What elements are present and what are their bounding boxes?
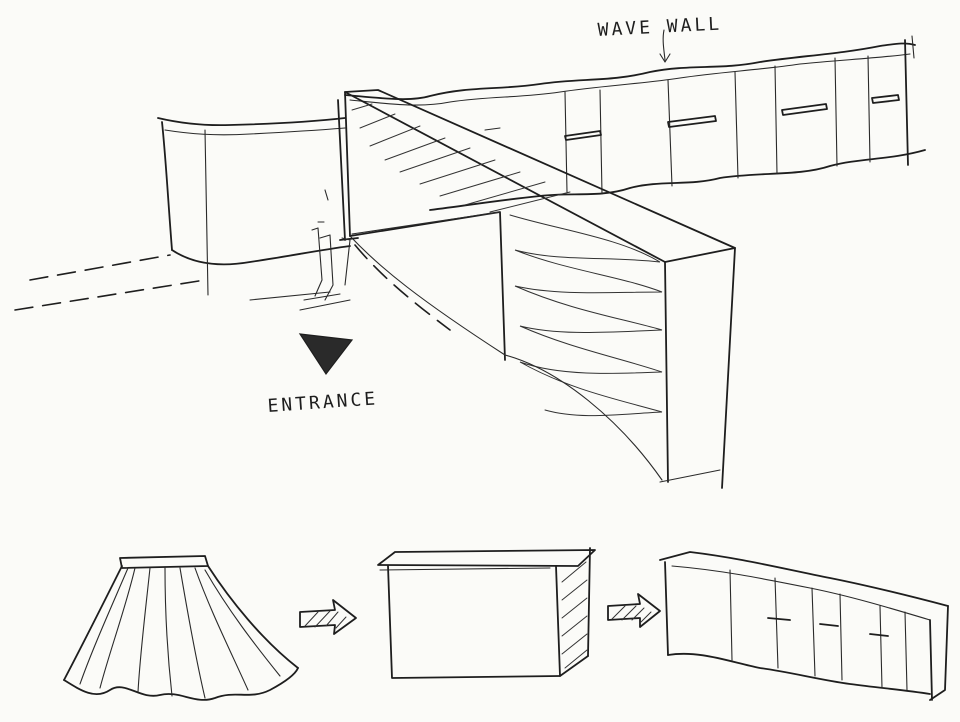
wave-wall-sketch xyxy=(660,552,948,700)
wave-wall xyxy=(345,36,925,210)
process-arrow-1 xyxy=(300,600,356,634)
front-face-scribble xyxy=(510,215,662,416)
wave-wall-annotation: WAVE WALL xyxy=(597,14,722,62)
entrance-annotation: ENTRANCE xyxy=(267,334,379,417)
process-arrow-2 xyxy=(608,594,660,627)
box-sketch xyxy=(378,548,595,678)
wave-wall-label: WAVE WALL xyxy=(597,14,722,41)
arrow-right-icon xyxy=(608,594,660,627)
arrow-right-icon xyxy=(300,600,356,634)
draped-fabric-sketch xyxy=(64,556,298,700)
central-corridor-wall xyxy=(345,90,735,488)
main-perspective-sketch: WAVE WALL xyxy=(15,14,925,488)
entrance-passage xyxy=(15,100,500,330)
concept-sequence xyxy=(64,548,948,700)
entrance-label: ENTRANCE xyxy=(267,388,379,417)
entrance-triangle-icon xyxy=(300,334,352,374)
